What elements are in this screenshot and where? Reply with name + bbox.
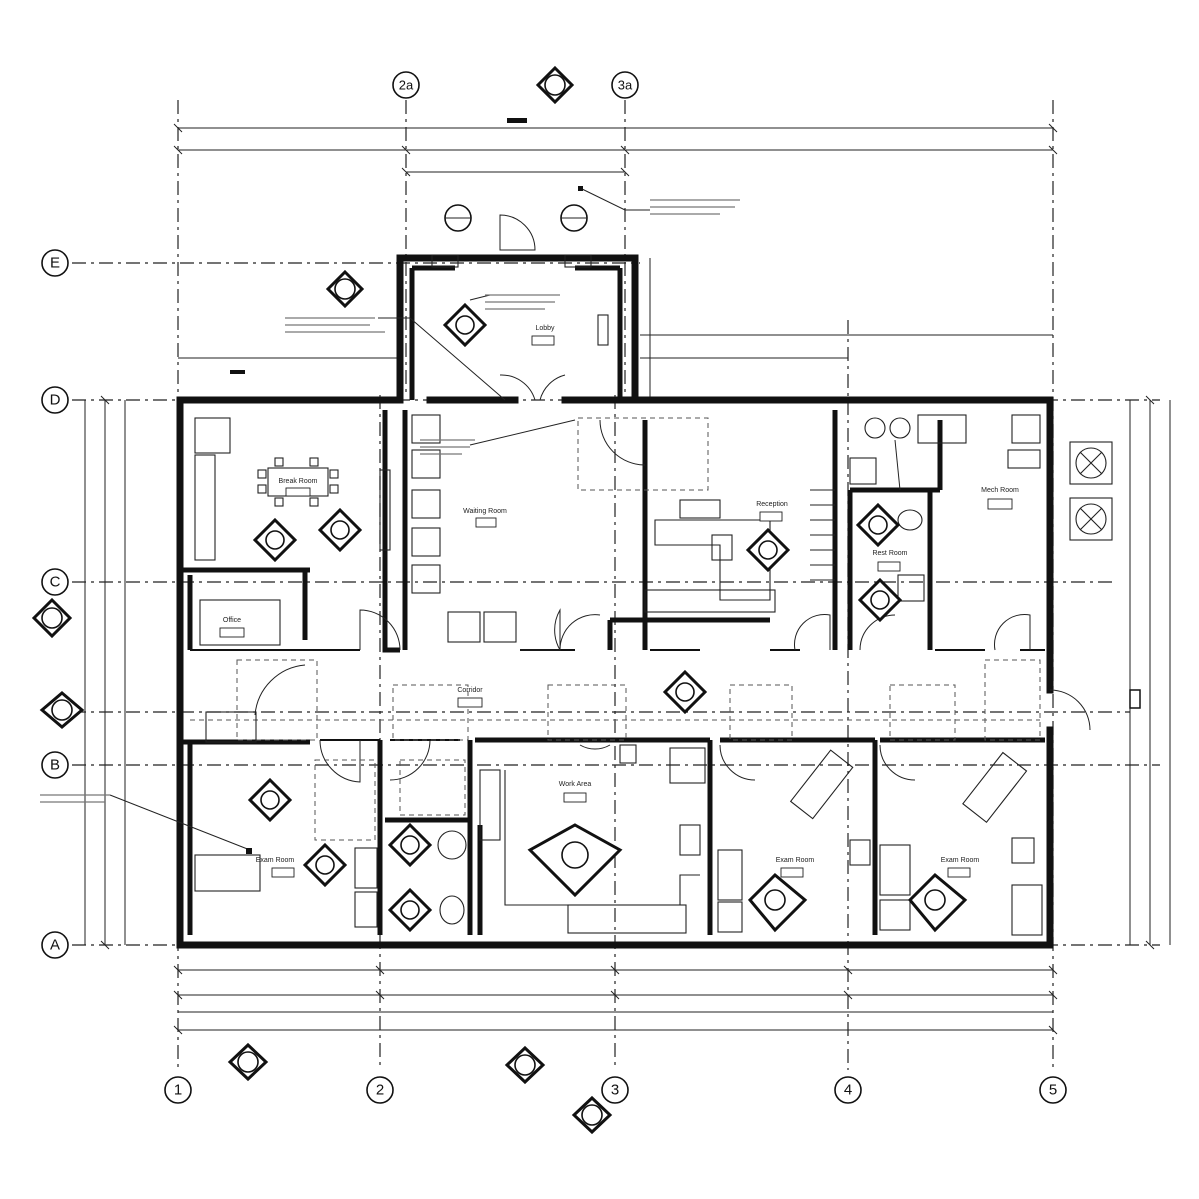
section-marker-icon [444,204,472,232]
grid-label: 3a [618,78,633,93]
room-name: Reception [756,501,788,508]
room-tag-reception: Reception [756,501,788,522]
room-tag-exam-room-1: Exam Room [256,857,295,878]
grid-label: D [50,392,61,409]
room-tag-mech-room: Mech Room [981,487,1019,510]
grid-lines [72,100,1160,1070]
grid-label: 1 [174,1082,182,1099]
row-grid-bubble-icon: D [41,386,69,414]
elevation-marker-icon [855,502,901,548]
room-tag-exam-room-3: Exam Room [941,857,980,878]
room-name: Exam Room [256,857,295,864]
note-leaders [40,118,1141,854]
exterior-walls [176,254,1054,949]
row-grid-bubble-icon: E [41,249,69,277]
room-tag-break-room: Break Room [279,478,318,497]
column-grid-bubble-icon: 5 [1039,1076,1067,1104]
elevation-marker-icon [247,777,293,823]
room-tag-work-area: Work Area [559,781,592,803]
column-grid-bubble-icon: 2a [392,71,420,99]
elevation-markers [31,65,968,1135]
row-grid-bubbles: A B C D E [41,249,69,959]
grid-label: 2a [399,78,414,93]
elevation-marker-icon [252,517,298,563]
column-grid-bubble-icon: 4 [834,1076,862,1104]
section-marker-icon [325,269,365,309]
elevation-marker-icon [857,577,903,623]
elevation-marker-icon [747,872,808,933]
elevation-marker-icon [527,823,623,898]
room-name: Rest Room [872,550,907,557]
elevation-marker-icon [387,887,433,933]
column-grid-bubble-icon: 3 [601,1076,629,1104]
grid-label: B [50,757,60,774]
room-name: Waiting Room [463,508,507,515]
section-marker-icon [504,1045,546,1085]
section-marker-icon [39,691,85,729]
grid-label: A [50,937,60,954]
room-name: Mech Room [981,487,1019,494]
room-name: Exam Room [776,857,815,864]
room-tag-office: Office [219,617,245,638]
room-name: Exam Room [941,857,980,864]
door-swings [254,214,1091,783]
room-tag-exam-room-2: Exam Room [776,857,815,878]
row-grid-bubble-icon: B [41,751,69,779]
grid-label: 4 [844,1082,852,1099]
grid-label: E [50,255,60,272]
elevation-marker-icon [907,872,968,933]
column-grid-bubbles: 1 2 3 4 5 2a 3a [164,71,1067,1104]
section-marker-icon [560,204,588,232]
room-name: Lobby [535,325,555,332]
elevation-marker-icon [317,507,363,553]
column-grid-bubble-icon: 2 [366,1076,394,1104]
grid-label: 5 [1049,1082,1057,1099]
row-grid-bubble-icon: C [41,568,69,596]
elevation-marker-icon [745,527,791,573]
hidden-lines [190,417,1041,841]
furniture [194,254,1113,936]
room-tag-lobby: Lobby [531,325,555,346]
room-tags: Break Room Waiting Room Reception Mech R… [219,325,1019,878]
elevation-marker-icon [387,822,433,868]
room-name: Office [223,617,241,624]
elevation-marker-icon [442,302,488,348]
column-grid-bubble-icon: 3a [611,71,639,99]
elevation-marker-icon [302,842,348,888]
section-marker-icon [571,1095,613,1135]
grid-label: C [50,574,61,591]
grid-label: 2 [376,1082,384,1099]
section-marker-icon [227,1042,269,1082]
room-tag-corridor: Corridor [457,687,483,708]
grid-label: 3 [611,1082,619,1099]
section-marker-icon [535,65,575,105]
room-tag-waiting-room: Waiting Room [463,508,507,528]
section-marker-icon [31,597,73,639]
room-tag-rest-room: Rest Room [872,550,908,572]
room-name: Corridor [457,687,483,694]
elevation-marker-icon [662,669,708,715]
room-name: Break Room [279,478,318,485]
room-name: Work Area [559,781,592,788]
row-grid-bubble-icon: A [41,931,69,959]
column-grid-bubble-icon: 1 [164,1076,192,1104]
